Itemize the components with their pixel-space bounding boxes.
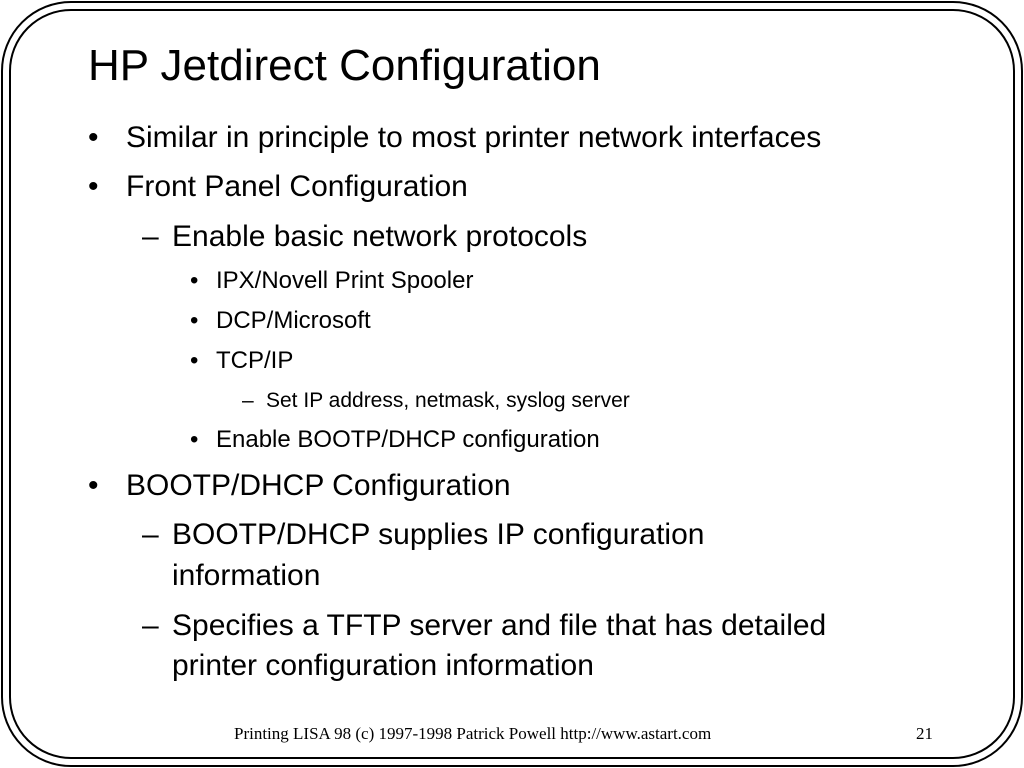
subbullet-ipx-novell: IPX/Novell Print Spooler <box>216 267 474 294</box>
subbullet-dcp-microsoft: DCP/Microsoft <box>216 307 371 334</box>
subbullet-supplies-ip-line1: BOOTP/DHCP supplies IP configuration <box>172 518 705 551</box>
subbullet-set-ip-address: Set IP address, netmask, syslog server <box>266 389 630 412</box>
slide-inner-border <box>9 9 1015 759</box>
footer-text: Printing LISA 98 (c) 1997-1998 Patrick P… <box>234 724 712 743</box>
dash-marker: – <box>142 220 159 253</box>
subbullet-tcp-ip: TCP/IP <box>216 347 294 374</box>
bullet-marker: • <box>190 267 199 294</box>
bullet-marker: • <box>88 469 99 502</box>
subbullet-supplies-ip-line2: information <box>172 559 321 592</box>
dash-marker: – <box>242 389 254 412</box>
bullet-marker: • <box>88 170 99 203</box>
slide-title: HP Jetdirect Configuration <box>88 41 601 90</box>
page-number: 21 <box>916 724 933 743</box>
bullet-marker: • <box>88 121 99 154</box>
subbullet-tftp-server-line2: printer configuration information <box>172 649 594 682</box>
dash-marker: – <box>142 609 159 642</box>
bullet-front-panel: Front Panel Configuration <box>126 170 468 203</box>
bullet-marker: • <box>190 426 199 453</box>
subbullet-enable-bootp: Enable BOOTP/DHCP configuration <box>216 426 600 453</box>
bullet-bootp-dhcp: BOOTP/DHCP Configuration <box>126 469 511 502</box>
subbullet-enable-protocols: Enable basic network protocols <box>172 220 588 253</box>
bullet-marker: • <box>190 347 199 374</box>
subbullet-tftp-server-line1: Specifies a TFTP server and file that ha… <box>172 609 827 642</box>
bullet-marker: • <box>190 307 199 334</box>
dash-marker: – <box>142 518 159 551</box>
bullet-similar-principle: Similar in principle to most printer net… <box>126 121 822 154</box>
